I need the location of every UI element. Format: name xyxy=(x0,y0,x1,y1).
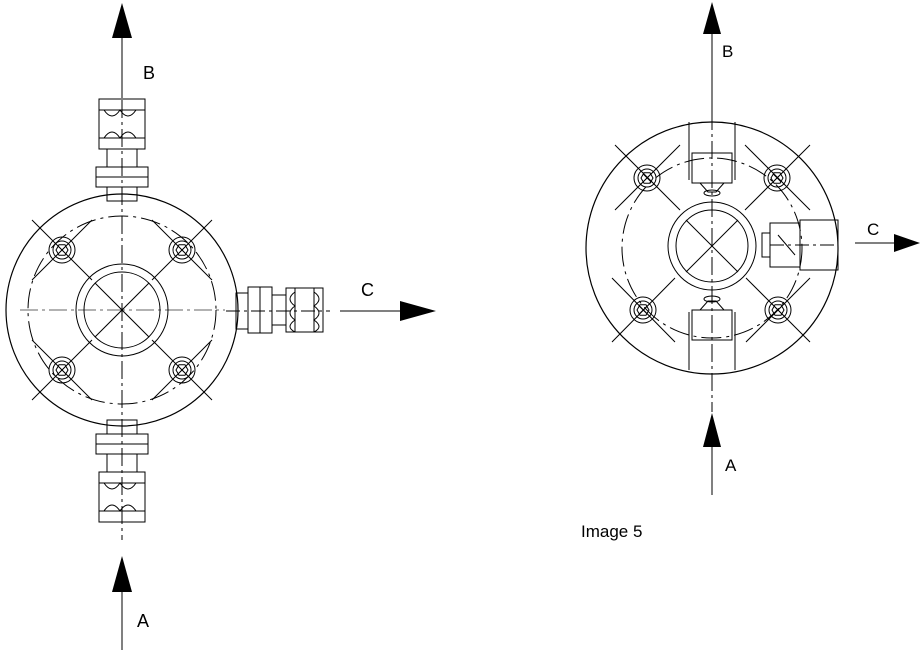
right-bottom-port xyxy=(688,295,736,370)
right-arrow-a xyxy=(703,413,721,495)
right-bolt xyxy=(614,144,681,211)
left-label-a: A xyxy=(137,611,149,631)
right-bolt xyxy=(611,277,676,343)
right-arrow-b xyxy=(703,2,721,112)
left-right-fitting xyxy=(226,286,330,334)
right-top-port xyxy=(688,122,736,197)
left-center-window xyxy=(75,263,169,357)
image-caption: Image 5 xyxy=(581,522,643,541)
left-bolt xyxy=(31,219,93,281)
right-arrow-c xyxy=(855,234,920,252)
right-bolt xyxy=(744,144,811,211)
left-bolt xyxy=(151,339,213,401)
right-valve-view xyxy=(585,2,920,495)
left-bolt xyxy=(31,339,93,401)
right-bolt xyxy=(745,277,811,343)
right-label-c: C xyxy=(867,220,879,239)
left-bolt xyxy=(151,219,213,281)
right-side-port xyxy=(761,219,839,271)
left-valve-view xyxy=(5,3,436,650)
left-label-b: B xyxy=(143,63,155,83)
right-label-b: B xyxy=(722,42,733,61)
left-arrow-a xyxy=(112,556,132,650)
left-arrow-c xyxy=(340,301,436,321)
left-label-c: C xyxy=(361,280,374,300)
right-label-a: A xyxy=(725,456,737,475)
left-arrow-b xyxy=(112,3,132,98)
right-center-window xyxy=(667,201,757,291)
